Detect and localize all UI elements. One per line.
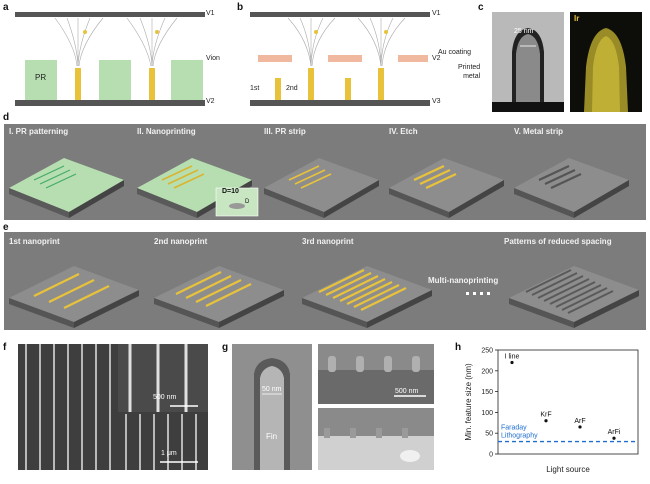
step-title: Multi-nanoprinting bbox=[428, 276, 499, 285]
data-label: KrF bbox=[540, 412, 551, 419]
second-label: 2nd bbox=[286, 85, 298, 92]
y-tick-label: 50 bbox=[485, 431, 493, 438]
step-title: IV. Etch bbox=[389, 127, 418, 136]
printed-pillar bbox=[345, 78, 351, 100]
printed-pillar bbox=[308, 68, 314, 100]
mask-block bbox=[328, 55, 362, 62]
au-coating-label: Au coating bbox=[438, 49, 472, 56]
scale-bar-label: 500 nm bbox=[153, 394, 177, 401]
step-title: V. Metal strip bbox=[514, 127, 564, 136]
ir-label: Ir bbox=[574, 14, 580, 23]
printed-metal-label: Printed metal bbox=[458, 64, 481, 80]
bottom-electrode bbox=[250, 100, 430, 106]
d-small-label: D bbox=[245, 199, 250, 205]
step-title: 3rd nanoprint bbox=[302, 237, 354, 246]
step-title: Patterns of reduced spacing bbox=[504, 237, 612, 246]
width-dim-label: 25 nm bbox=[514, 28, 534, 35]
panel-label-c: c bbox=[478, 2, 484, 13]
printed-pillar bbox=[378, 68, 384, 100]
reference-line-label: Faraday bbox=[501, 425, 527, 432]
plot-frame bbox=[497, 349, 639, 455]
process-e-illustrations bbox=[9, 266, 639, 328]
printed-pillar bbox=[149, 68, 155, 100]
reference-line-label: Lithography bbox=[501, 433, 538, 440]
v3-label: V3 bbox=[432, 98, 441, 105]
pr-block bbox=[25, 60, 57, 100]
data-point bbox=[612, 436, 616, 440]
tem-image bbox=[492, 12, 564, 112]
pr-block bbox=[171, 60, 203, 100]
step-title: 2nd nanoprint bbox=[154, 237, 208, 246]
y-tick-label: 200 bbox=[481, 368, 493, 375]
panel-label-a: a bbox=[3, 2, 9, 13]
process-strip-d: I. PR patterning II. Nanoprinting III. P… bbox=[4, 124, 646, 220]
y-tick-label: 150 bbox=[481, 389, 493, 396]
process-strip-e: 1st nanoprint 2nd nanoprint 3rd nanoprin… bbox=[4, 232, 646, 330]
ion-particle bbox=[155, 30, 159, 34]
printed-pillar bbox=[275, 78, 281, 100]
bottom-electrode bbox=[15, 100, 205, 106]
v1-label: V1 bbox=[206, 10, 215, 17]
top-electrode bbox=[15, 12, 205, 17]
pr-block bbox=[99, 60, 131, 100]
y-tick-label: 100 bbox=[481, 410, 493, 417]
vion-label: Vion bbox=[206, 55, 220, 62]
y-tick-label: 0 bbox=[489, 452, 493, 459]
ion-particle bbox=[83, 30, 87, 34]
top-electrode bbox=[250, 12, 430, 17]
d10-label: D=10 bbox=[222, 188, 239, 195]
panel-label-f: f bbox=[3, 342, 7, 353]
width-dim-label: 50 nm bbox=[262, 386, 282, 393]
panel-label-e: e bbox=[3, 222, 9, 233]
data-point bbox=[510, 360, 514, 365]
sem-image-g-top bbox=[318, 344, 434, 404]
data-point bbox=[544, 419, 548, 423]
fin-cross-section bbox=[232, 344, 312, 470]
panel-b-diagram bbox=[250, 12, 430, 106]
panel-a-diagram bbox=[15, 12, 205, 106]
y-axis-label: Min. feature size (nm) bbox=[464, 363, 473, 441]
x-axis-label: Light source bbox=[546, 465, 590, 474]
v2-label: V2 bbox=[432, 55, 441, 62]
data-label: ArFi bbox=[608, 429, 621, 436]
step-title: 1st nanoprint bbox=[9, 237, 60, 246]
mask-block bbox=[398, 55, 428, 62]
eds-map bbox=[570, 12, 642, 112]
panel-label-h: h bbox=[455, 342, 462, 353]
process-d-illustrations bbox=[9, 158, 629, 218]
data-label: ArF bbox=[574, 418, 585, 425]
ion-trajectories bbox=[287, 17, 406, 67]
data-point bbox=[578, 425, 582, 429]
scale-bar-label: 500 nm bbox=[395, 388, 419, 395]
ion-particle bbox=[314, 30, 318, 34]
v1-label: V1 bbox=[432, 10, 441, 17]
ion-particle bbox=[384, 30, 388, 34]
panel-label-b: b bbox=[237, 2, 244, 13]
fin-label: Fin bbox=[266, 432, 278, 441]
pr-label: PR bbox=[35, 73, 47, 82]
mask-block bbox=[258, 55, 292, 62]
step-title: III. PR strip bbox=[264, 127, 306, 136]
data-label: I line bbox=[505, 353, 520, 360]
step-title: II. Nanoprinting bbox=[137, 127, 196, 136]
panel-label-d: d bbox=[3, 112, 10, 123]
printed-pillar bbox=[75, 68, 81, 100]
panel-label-g: g bbox=[222, 342, 229, 353]
first-label: 1st bbox=[250, 85, 260, 92]
step-title: I. PR patterning bbox=[9, 127, 69, 136]
ion-trajectories bbox=[54, 17, 178, 67]
sem-image-f bbox=[18, 344, 208, 470]
scale-bar-label: 1 μm bbox=[161, 450, 177, 457]
sem-image-g-bottom bbox=[318, 408, 434, 470]
v2-label: V2 bbox=[206, 98, 215, 105]
y-tick-label: 250 bbox=[481, 348, 493, 355]
